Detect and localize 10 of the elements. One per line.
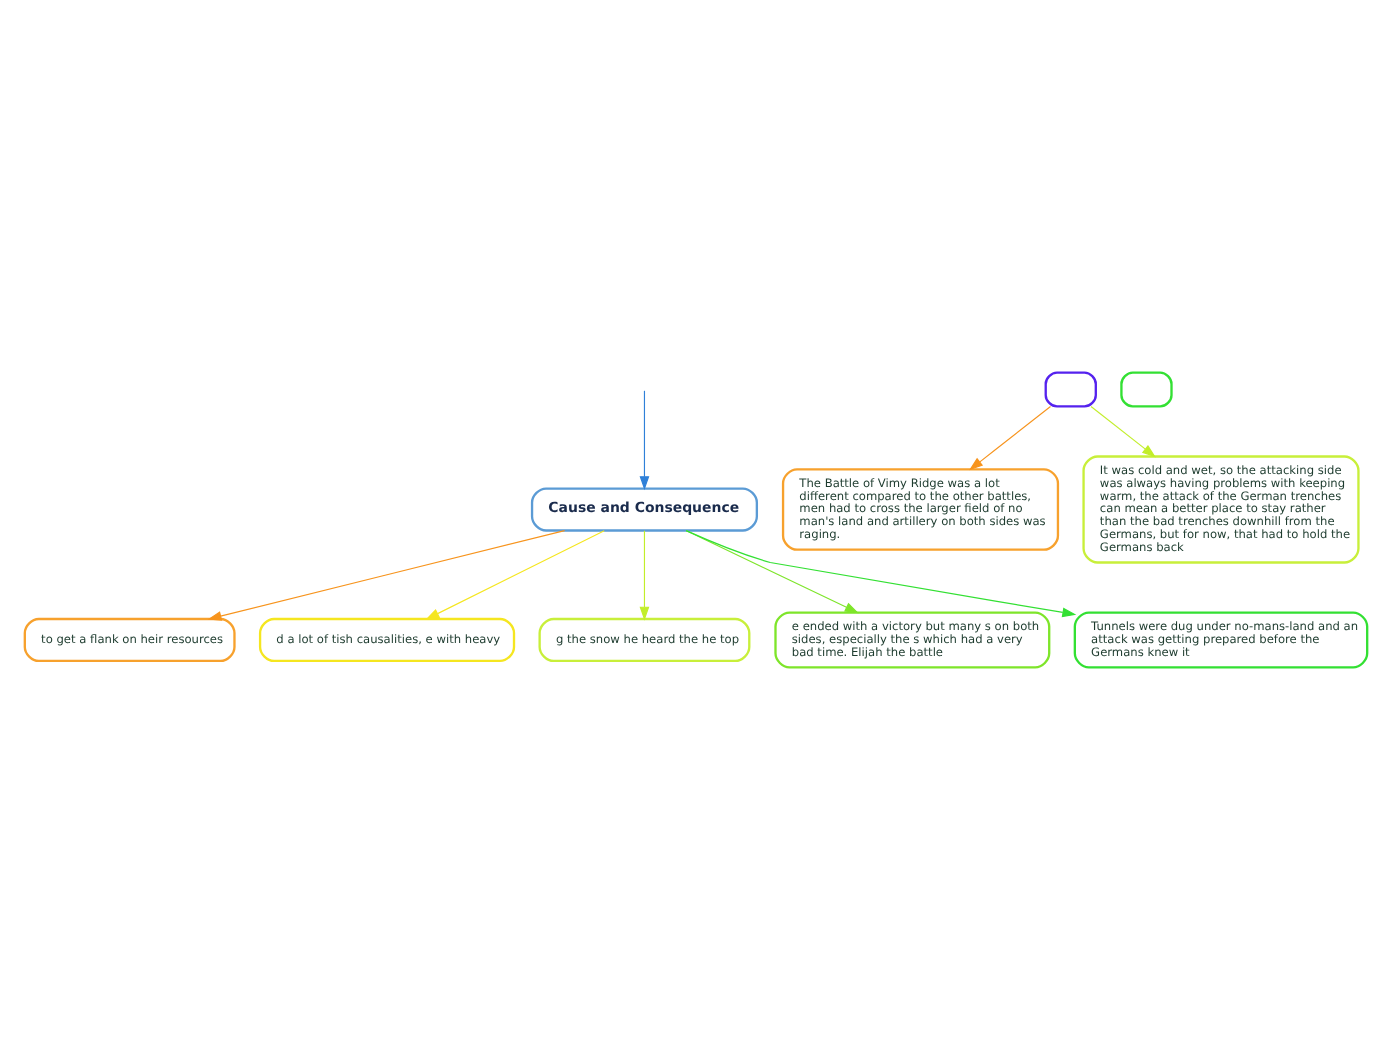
arrow <box>639 390 650 491</box>
arrow <box>685 529 859 614</box>
node-box <box>1120 371 1173 408</box>
arrow <box>639 530 650 621</box>
arrow <box>685 530 1077 618</box>
arrow <box>207 529 566 621</box>
arrow <box>969 406 1052 471</box>
arrow <box>425 530 605 620</box>
node-box <box>1044 371 1097 408</box>
arrow <box>1090 406 1156 458</box>
